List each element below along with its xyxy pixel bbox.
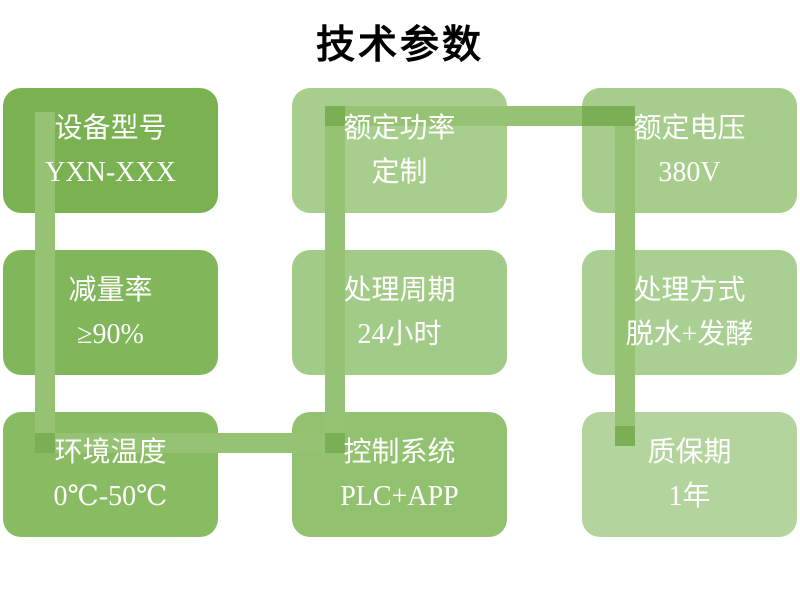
param-text-device-model: 设备型号 YXN-XXX (3, 88, 218, 213)
page-title: 技术参数 (315, 24, 484, 67)
connector-bottom-horizontal (35, 433, 345, 453)
param-value: 定制 (371, 156, 428, 188)
param-text-processing-cycle: 处理周期 24小时 (292, 250, 507, 375)
connector-end-tip (615, 426, 635, 446)
connector-elbow-top-mid (325, 106, 345, 126)
param-value: 0℃-50℃ (53, 480, 168, 512)
param-label: 额定功率 (343, 112, 456, 144)
connector-top-horizontal (325, 106, 635, 126)
param-value: YXN-XXX (45, 156, 176, 188)
param-label: 额定电压 (633, 112, 746, 144)
connector-elbow-bottom-left (35, 433, 55, 453)
param-label: 处理方式 (633, 274, 746, 306)
param-value: ≥90% (77, 318, 144, 350)
param-label: 处理周期 (343, 274, 456, 306)
param-label: 减量率 (68, 274, 153, 306)
connector-col2-vertical (325, 106, 345, 453)
param-value: 380V (658, 156, 721, 188)
param-value: PLC+APP (340, 480, 459, 512)
param-label: 环境温度 (54, 436, 167, 468)
param-label: 设备型号 (54, 112, 167, 144)
param-value: 24小时 (357, 318, 442, 350)
param-text-ambient-temperature: 环境温度 0℃-50℃ (3, 412, 218, 537)
param-label: 质保期 (647, 436, 732, 468)
param-text-warranty-period: 质保期 1年 (582, 412, 797, 537)
param-label: 控制系统 (343, 436, 456, 468)
param-value: 1年 (668, 480, 711, 512)
connector-elbow-top-right (582, 106, 635, 126)
param-text-control-system: 控制系统 PLC+APP (292, 412, 507, 537)
param-text-rated-voltage: 额定电压 380V (582, 88, 797, 213)
param-text-reduction-rate: 减量率 ≥90% (3, 250, 218, 375)
param-text-processing-method: 处理方式 脱水+发酵 (582, 250, 797, 375)
connector-col1-vertical (35, 112, 55, 453)
param-value: 脱水+发酵 (625, 318, 754, 350)
param-text-rated-power: 额定功率 定制 (292, 88, 507, 213)
connector-elbow-bottom-mid (325, 433, 345, 453)
connector-col3-vertical (615, 106, 635, 446)
